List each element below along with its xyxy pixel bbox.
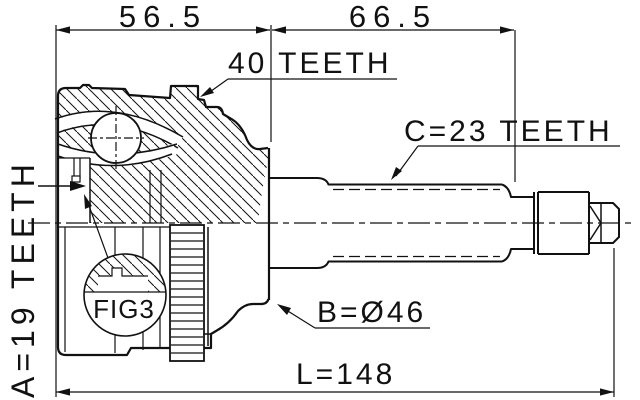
callout-outer-spline: C=23 TEETH [391,115,620,180]
ball-bearing [88,106,144,170]
outer-race-outline [56,83,269,223]
fig3-leader-arrow [84,194,92,209]
dim-width-right: 66.5 [349,0,437,34]
outer-race-exterior [56,223,270,362]
label-inner-spline-teeth: A=19 TEETH [5,159,41,398]
abs-tooth-ring [169,224,205,362]
callout-diameter: B=Ø46 [277,296,430,329]
callout-abs-ring: 40 TEETH [200,47,397,97]
dim-total-length: L=148 [296,358,395,391]
label-abs-ring-teeth: 40 TEETH [228,47,392,80]
label-diameter: B=Ø46 [317,296,426,329]
label-figure-ref: FIG3 [93,294,155,324]
drive-shaft [267,148,620,300]
callout-inner-spline: A=19 TEETH [5,159,41,398]
dimension-66-5: 66.5 [272,0,516,182]
dim-width-left: 56.5 [119,0,207,34]
dimension-56-5: 56.5 [55,0,272,397]
fig3-leader-line [87,202,109,259]
inner-race-bore [58,157,162,223]
outer-race-section [53,85,268,223]
dimension-length: L=148 [56,248,615,397]
snap-ring-pointer [38,175,86,191]
shaft-spline-end [589,202,620,244]
label-outer-spline-teeth: C=23 TEETH [404,115,613,148]
